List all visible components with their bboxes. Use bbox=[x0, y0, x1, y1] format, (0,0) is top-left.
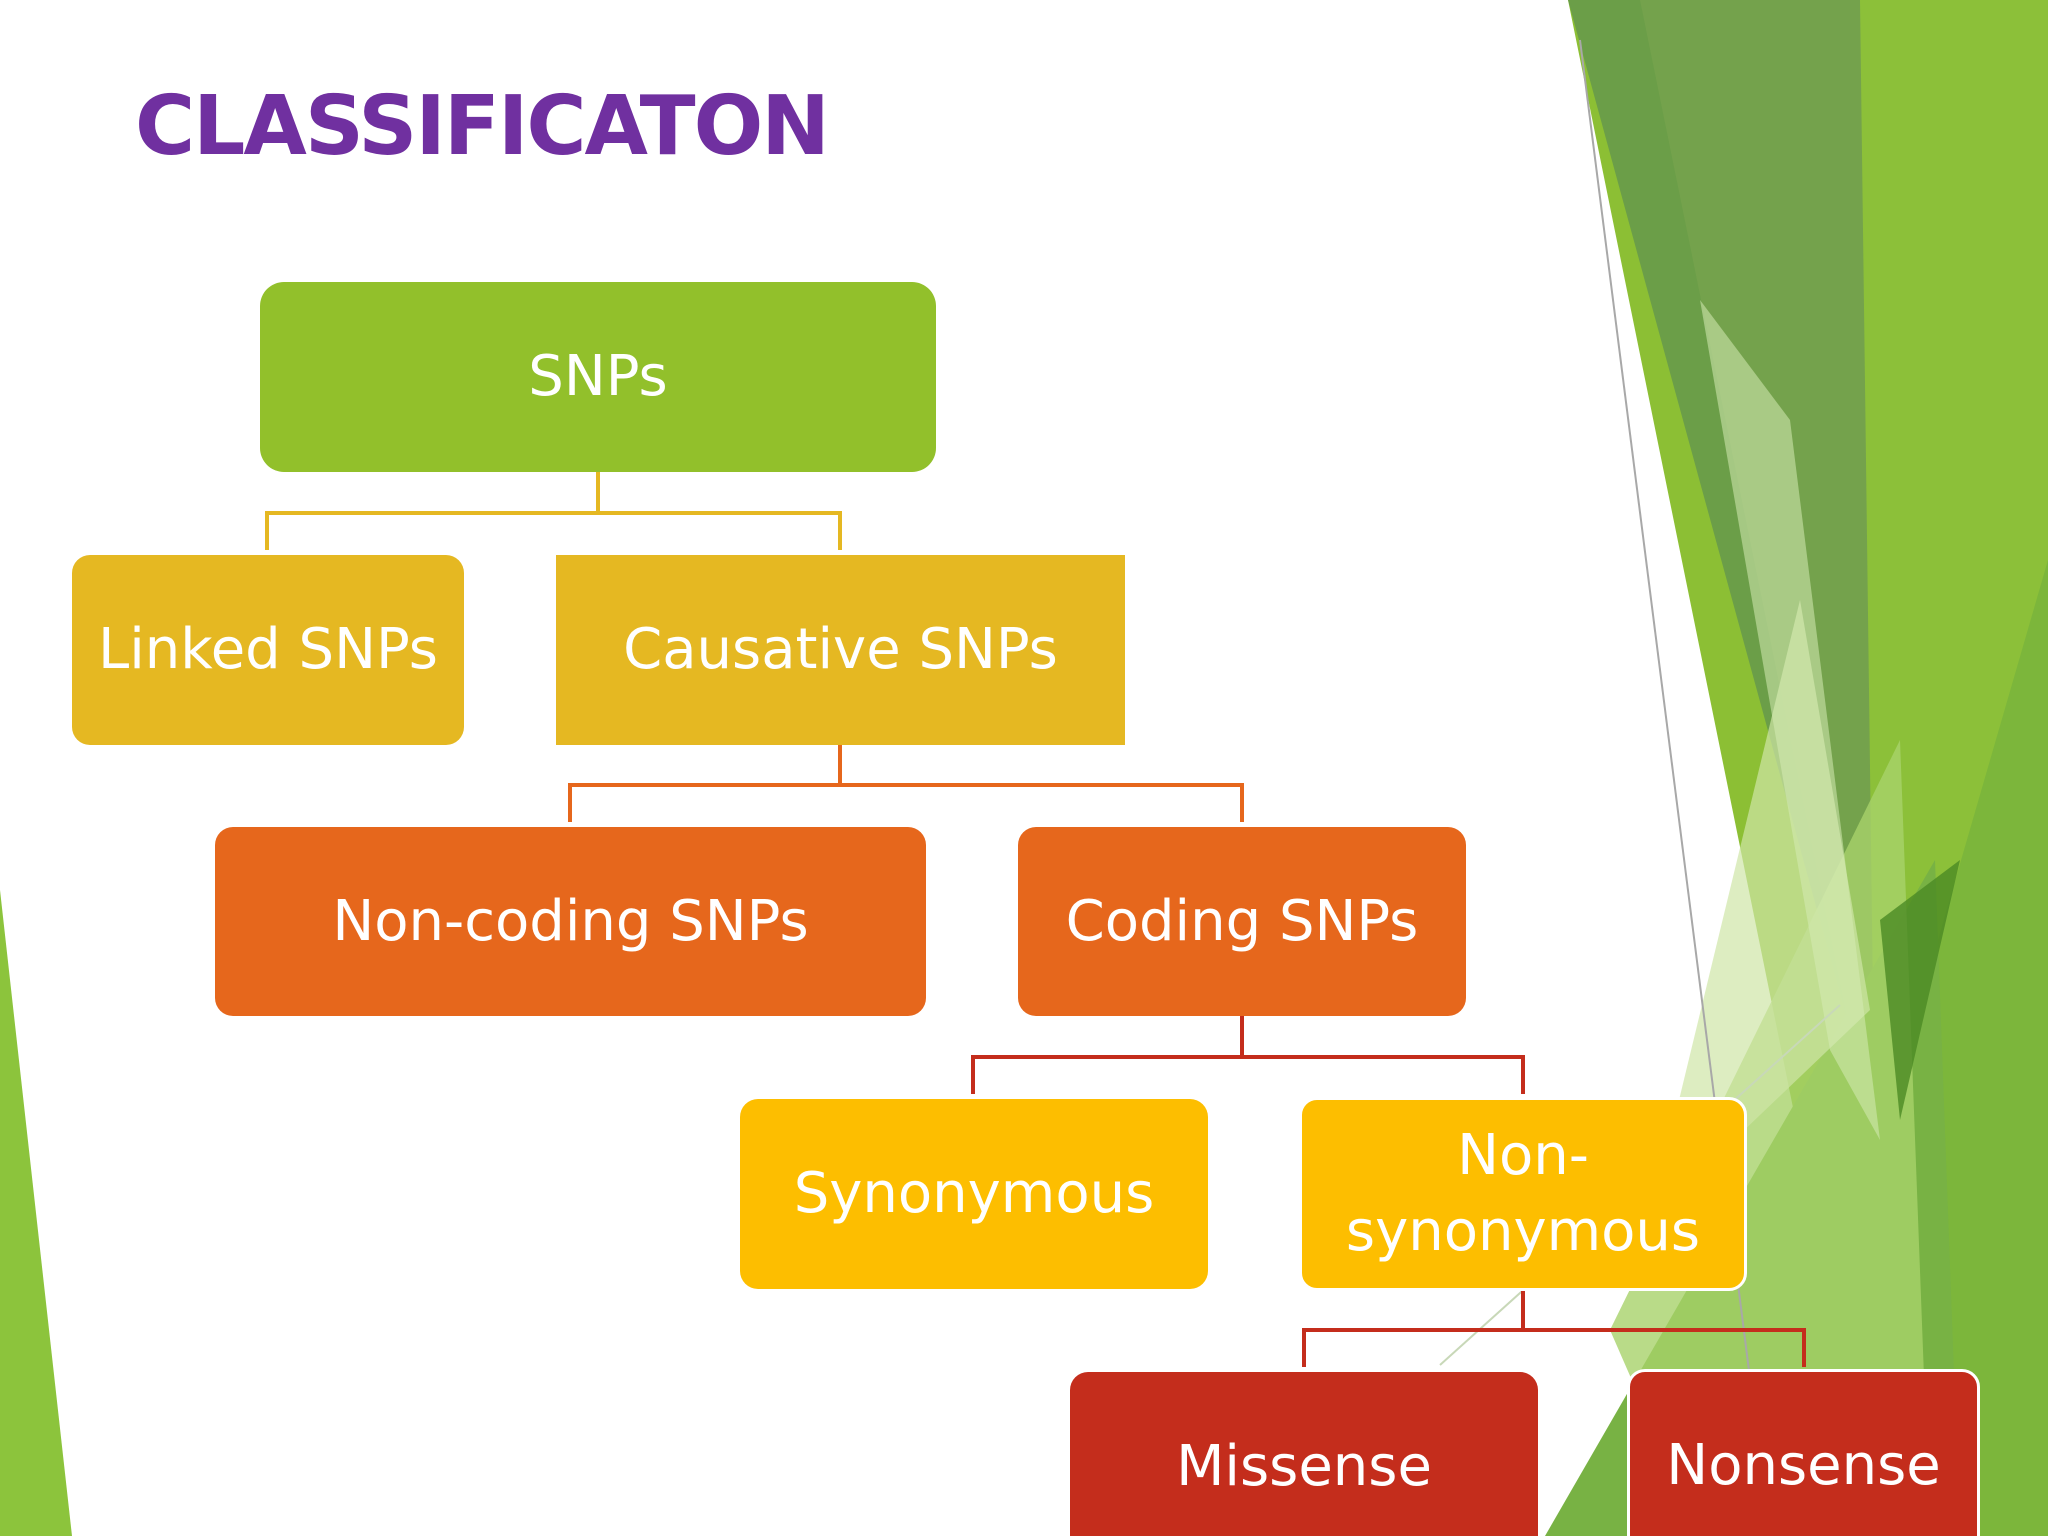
node-causative-snps-label: Causative SNPs bbox=[623, 617, 1058, 682]
node-nonsynonymous: Non-synonymous bbox=[1299, 1097, 1747, 1291]
node-linked-snps-label: Linked SNPs bbox=[98, 617, 438, 682]
node-nonsense-label: Nonsense bbox=[1666, 1433, 1941, 1498]
node-missense: Missense bbox=[1070, 1372, 1538, 1536]
node-missense-label: Missense bbox=[1176, 1434, 1432, 1499]
slide-title: CLASSIFICATON bbox=[135, 79, 830, 174]
node-nonsense: Nonsense bbox=[1627, 1369, 1980, 1536]
node-noncoding-snps: Non-coding SNPs bbox=[215, 827, 926, 1016]
node-snps: SNPs bbox=[260, 282, 936, 472]
node-coding-snps-label: Coding SNPs bbox=[1065, 888, 1419, 954]
node-synonymous: Synonymous bbox=[740, 1099, 1208, 1289]
node-causative-snps: Causative SNPs bbox=[556, 555, 1125, 745]
node-linked-snps: Linked SNPs bbox=[72, 555, 464, 745]
node-nonsynonymous-label: Non-synonymous bbox=[1345, 1123, 1701, 1264]
node-synonymous-label: Synonymous bbox=[793, 1161, 1155, 1226]
node-snps-label: SNPs bbox=[528, 344, 668, 409]
node-noncoding-snps-label: Non-coding SNPs bbox=[332, 888, 809, 954]
node-coding-snps: Coding SNPs bbox=[1018, 827, 1466, 1016]
